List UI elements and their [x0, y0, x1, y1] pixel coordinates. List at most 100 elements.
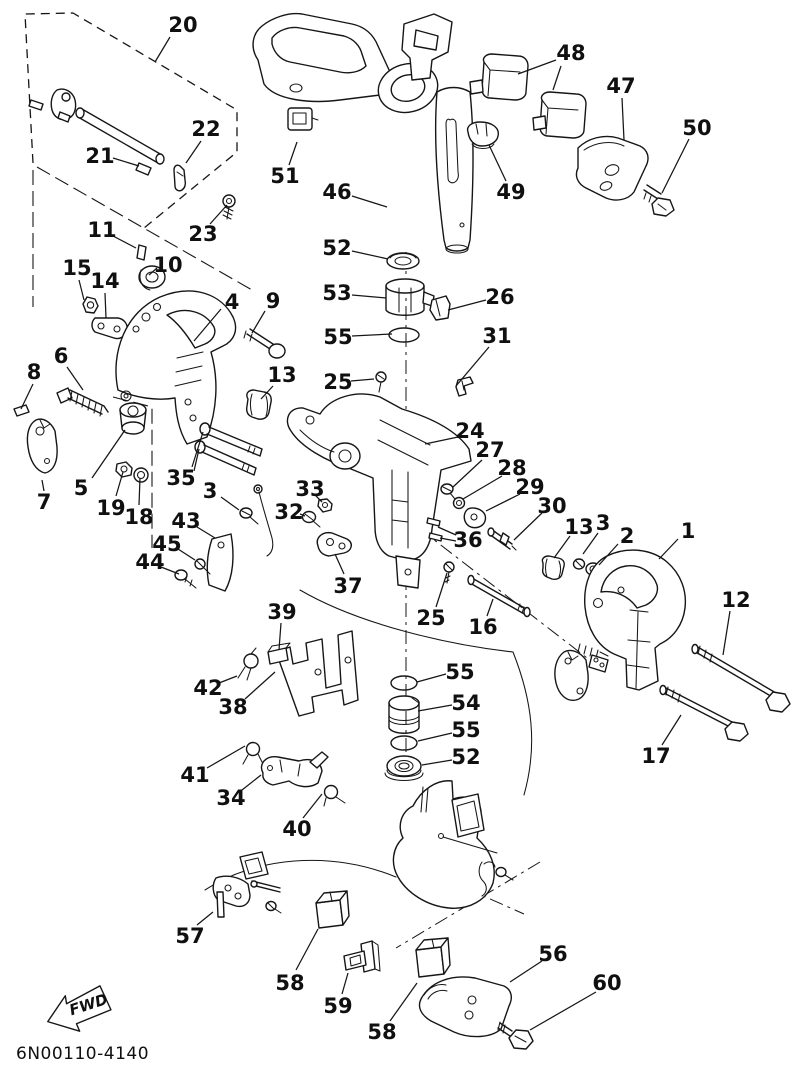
- callout-38-57: 38: [218, 695, 247, 719]
- leader-line-57-61: [196, 911, 214, 926]
- callout-21-1: 21: [85, 144, 114, 168]
- part-swivel-bracket-24: [286, 393, 472, 589]
- leader-line-16-50: [486, 598, 494, 617]
- part-seal-52-upper: [386, 252, 420, 270]
- leader-line-7-25: [41, 479, 45, 492]
- part-plate-56: [418, 976, 512, 1038]
- callout-15-12: 15: [62, 256, 91, 280]
- section-line: [397, 511, 601, 669]
- part-screw-27: [440, 483, 456, 500]
- part-spring-41: [242, 741, 263, 765]
- leader-line-52-54: [421, 759, 453, 766]
- part-damper-48b: [532, 91, 587, 139]
- part-tilt-lock-kit: [28, 88, 236, 220]
- leader-line-30-42: [513, 512, 543, 541]
- part-damper-48a: [469, 53, 529, 101]
- leader-line-8-23: [20, 383, 34, 410]
- leader-line-23-3: [209, 204, 228, 225]
- callout-49-9: 49: [496, 180, 525, 204]
- part-clip-59: [343, 940, 381, 973]
- part-screw-3b: [572, 558, 586, 570]
- part-screw-25a: [375, 371, 387, 393]
- callout-40-60: 40: [282, 817, 311, 841]
- callout-34-59: 34: [216, 786, 245, 810]
- part-bracket-38: [275, 630, 359, 717]
- part-pin-16: [467, 574, 531, 618]
- leader-line-28-40: [462, 475, 503, 500]
- callout-48-6: 48: [556, 41, 585, 65]
- leader-line-53-17: [351, 294, 387, 299]
- leader-line-52-16: [351, 250, 389, 260]
- part-screw-32: [301, 510, 321, 528]
- callout-8-23: 8: [27, 360, 42, 384]
- leader-line-54-52: [417, 704, 453, 712]
- leader-line-22-2: [185, 140, 202, 164]
- part-bushing-10: [138, 265, 166, 291]
- callout-53-17: 53: [322, 281, 351, 305]
- callout-14-13: 14: [90, 269, 119, 293]
- leader-line-29-41: [485, 493, 521, 512]
- leader-line-32-35: [299, 513, 306, 517]
- leader-line-21-1: [112, 157, 140, 167]
- part-pin-30: [487, 527, 517, 551]
- callout-28-40: 28: [497, 456, 526, 480]
- callout-5-26: 5: [74, 476, 89, 500]
- part-pad-43: [206, 533, 234, 592]
- part-clamp-bracket-right-1: [554, 549, 687, 702]
- leader-line-17-48: [661, 714, 682, 746]
- leader-line-11-10: [112, 235, 137, 249]
- callout-59-63: 59: [323, 994, 352, 1018]
- part-lower-mount-housing: [392, 780, 514, 909]
- part-bushing-53: [385, 278, 435, 316]
- callout-16-50: 16: [468, 615, 497, 639]
- leader-line-13-22: [260, 385, 274, 400]
- part-carry-handle: [252, 12, 393, 103]
- callout-25-21: 25: [323, 370, 352, 394]
- leader-line-25-21: [350, 378, 375, 382]
- callout-55-19: 55: [323, 325, 352, 349]
- leader-line-35-29: [191, 431, 204, 468]
- callout-52-16: 52: [322, 236, 351, 260]
- leader-line-33-34: [315, 495, 323, 503]
- part-bolt-17: [659, 684, 749, 742]
- leader-line-18-28: [138, 477, 141, 506]
- leader-line-20-0: [154, 36, 171, 63]
- leader-line-10-11: [148, 267, 158, 276]
- part-screw-45: [194, 558, 211, 575]
- part-latch-34: [260, 751, 329, 788]
- callout-6-24: 6: [54, 344, 69, 368]
- callout-1-46: 1: [681, 519, 696, 543]
- part-bolt-9: [243, 328, 286, 359]
- leader-line-36-38: [439, 537, 457, 542]
- part-screw-3a: [239, 507, 259, 525]
- callout-3-44: 3: [596, 511, 611, 535]
- part-bushing-13a: [245, 389, 272, 420]
- leader-line-6-24: [66, 366, 84, 391]
- leader-line-55-51: [416, 673, 447, 683]
- leader-line-2-45: [598, 543, 619, 566]
- diagram-line-art: [13, 12, 791, 1050]
- leader-line-39-55: [278, 622, 282, 651]
- callout-2-45: 2: [620, 524, 635, 548]
- leader-line-4-14: [193, 308, 222, 342]
- part-spring-42: [237, 647, 259, 681]
- leader-line-48-6: [552, 65, 562, 91]
- part-bushing-54: [388, 695, 420, 734]
- callout-51-4: 51: [270, 164, 299, 188]
- callout-9-15: 9: [266, 289, 281, 313]
- callout-46-5: 46: [322, 180, 351, 204]
- part-oring-55b: [390, 675, 418, 691]
- callout-18-28: 18: [124, 505, 153, 529]
- callout-31-20: 31: [482, 324, 511, 348]
- part-washer-18: [133, 467, 149, 483]
- callout-3-30: 3: [203, 479, 218, 503]
- part-latch-lever-57: [212, 851, 282, 918]
- leader-line-41-58: [206, 745, 246, 769]
- leader-line-19-27: [115, 471, 124, 497]
- callout-11-10: 11: [87, 218, 116, 242]
- leader-line-9-15: [251, 310, 266, 334]
- callout-10-11: 10: [153, 253, 182, 277]
- leader-line-45-32: [177, 548, 196, 561]
